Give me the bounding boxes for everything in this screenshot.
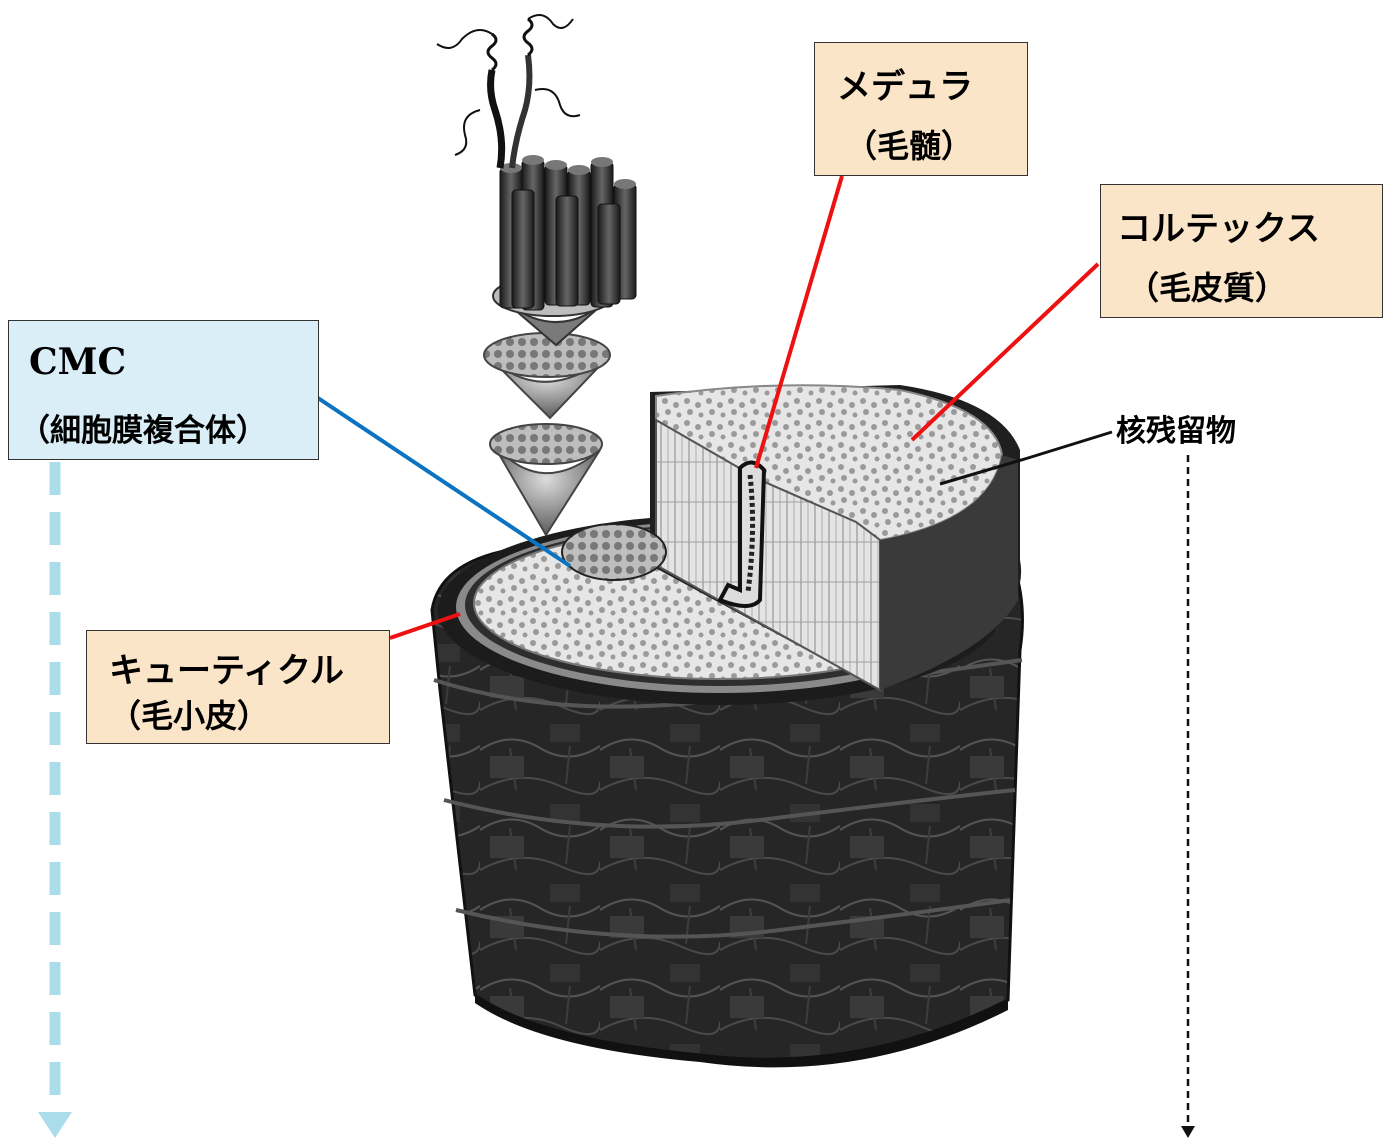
cuticle-label-box: キューティクル （毛小皮） [86,630,390,744]
medulla-sublabel: （毛髄） [845,127,974,165]
cortex-label-box: コルテックス （毛皮質） [1100,184,1383,318]
nuclear-remnant-arrow-head [1181,1126,1195,1138]
cuticle-scale-ridge-3 [455,898,1011,939]
cortex-leader-line [910,262,1100,442]
microfibril-rods [499,155,637,311]
cortex-sublabel: （毛皮質） [1127,269,1288,307]
cylinder-bottom-shade [475,995,1008,1068]
cmc-leader-line [316,396,572,568]
fiber-hierarchy [436,14,667,581]
raised-block-right-side [880,455,1018,690]
cone-upper-face [483,332,611,378]
nuclear-remnant-label: 核残留物 [1116,414,1236,449]
cone-lower-face [489,423,603,465]
cortex-label: コルテックス [1117,209,1320,249]
protofibril-twists [436,14,581,169]
medulla-label: メデュラ [837,67,973,107]
macrofibril-bundle [561,523,667,581]
medulla-label-box: メデュラ （毛髄） [814,42,1028,176]
medulla-leader-line [754,175,844,469]
cuticle-leader-line [389,612,461,640]
nuclear-remnant-leader-line [939,430,1113,486]
cuticle-label: キューティクル [109,651,344,691]
raised-block-cortex-top [655,384,1004,542]
cmc-label: CMC [29,341,127,383]
cmc-label-box: CMC （細胞膜複合体） [8,320,319,460]
medulla-core [745,474,756,593]
cmc-arrow-head [38,1112,72,1138]
cuticle-sublabel: （毛小皮） [109,697,270,735]
cmc-sublabel: （細胞膜複合体） [19,413,267,449]
cuticle-scale-ridge-2 [443,788,1016,829]
